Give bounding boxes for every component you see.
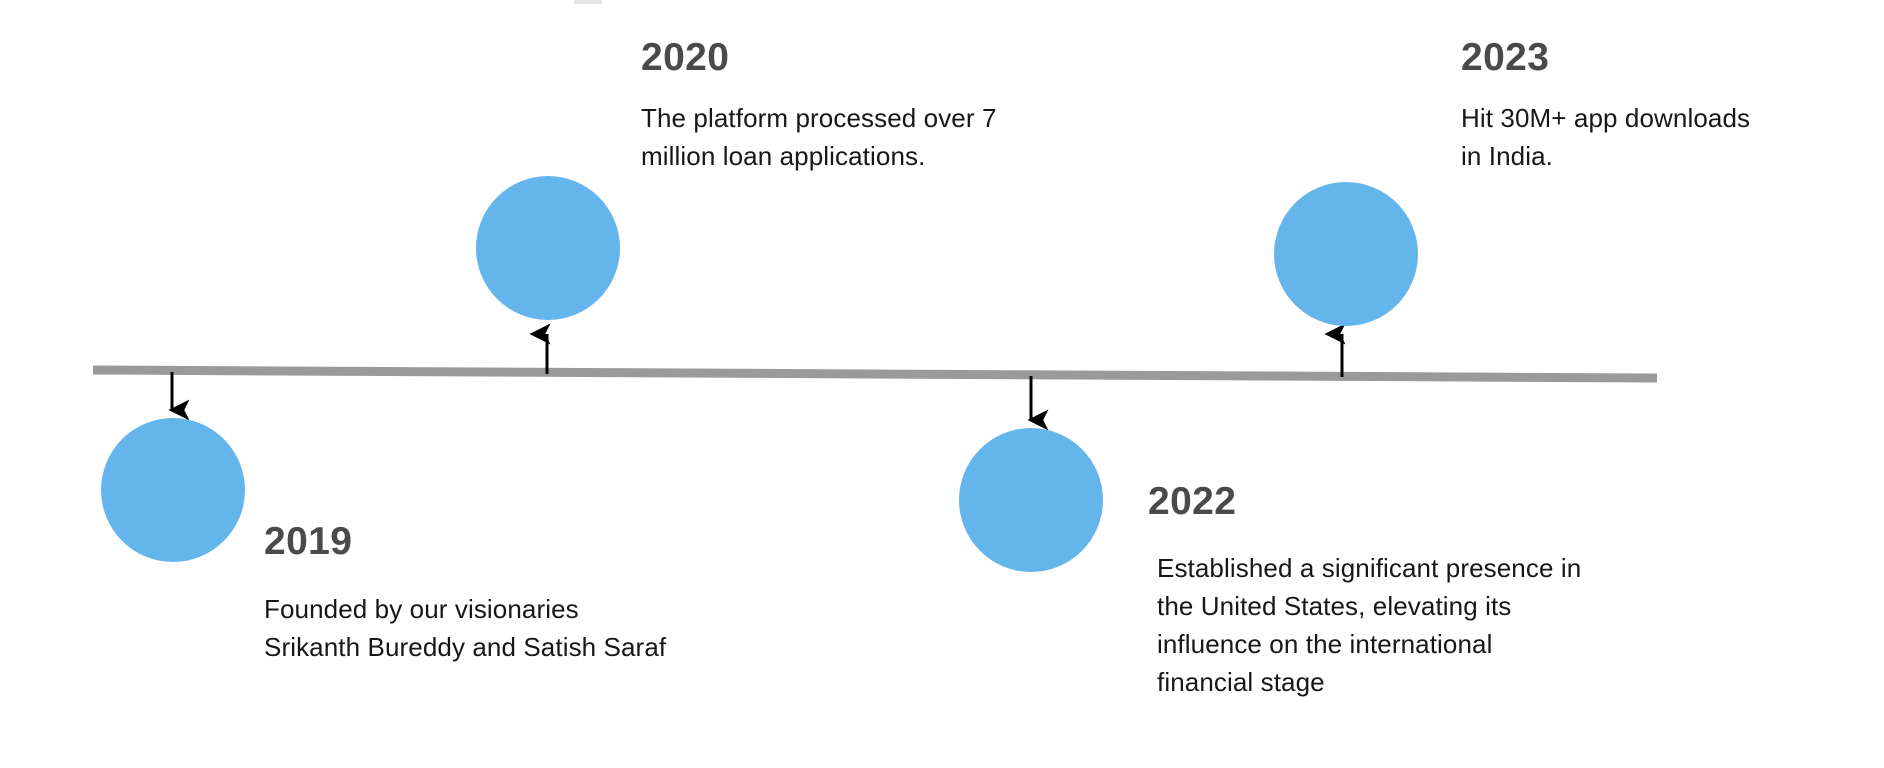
milestone-label-2020: 2020 The platform processed over 7 milli…	[641, 38, 1071, 175]
timeline-axis-line	[92, 365, 1658, 383]
milestone-year-2019: 2019	[264, 520, 353, 563]
milestone-label-2019: 2019 Founded by our visionaries Srikanth…	[264, 522, 704, 666]
crop-artifact	[574, 0, 602, 4]
milestone-year-2023: 2023	[1461, 36, 1550, 79]
milestone-description-2020: The platform processed over 7 million lo…	[641, 103, 997, 171]
milestone-node-2019[interactable]	[101, 418, 245, 562]
milestone-description-2023: Hit 30M+ app downloads in India.	[1461, 103, 1751, 171]
milestone-label-2022: 2022 Established a significant presence …	[1148, 482, 1668, 701]
milestone-year-2020: 2020	[641, 36, 730, 79]
milestone-node-2022[interactable]	[959, 428, 1103, 572]
milestone-description-2022: Established a significant presence in th…	[1157, 553, 1582, 697]
milestone-year-2022: 2022	[1148, 480, 1237, 523]
milestone-label-2023: 2023 Hit 30M+ app downloads in India.	[1461, 38, 1881, 175]
milestone-description-2019: Founded by our visionaries Srikanth Bure…	[264, 594, 667, 662]
milestone-node-2023[interactable]	[1274, 182, 1418, 326]
milestone-node-2020[interactable]	[476, 176, 620, 320]
